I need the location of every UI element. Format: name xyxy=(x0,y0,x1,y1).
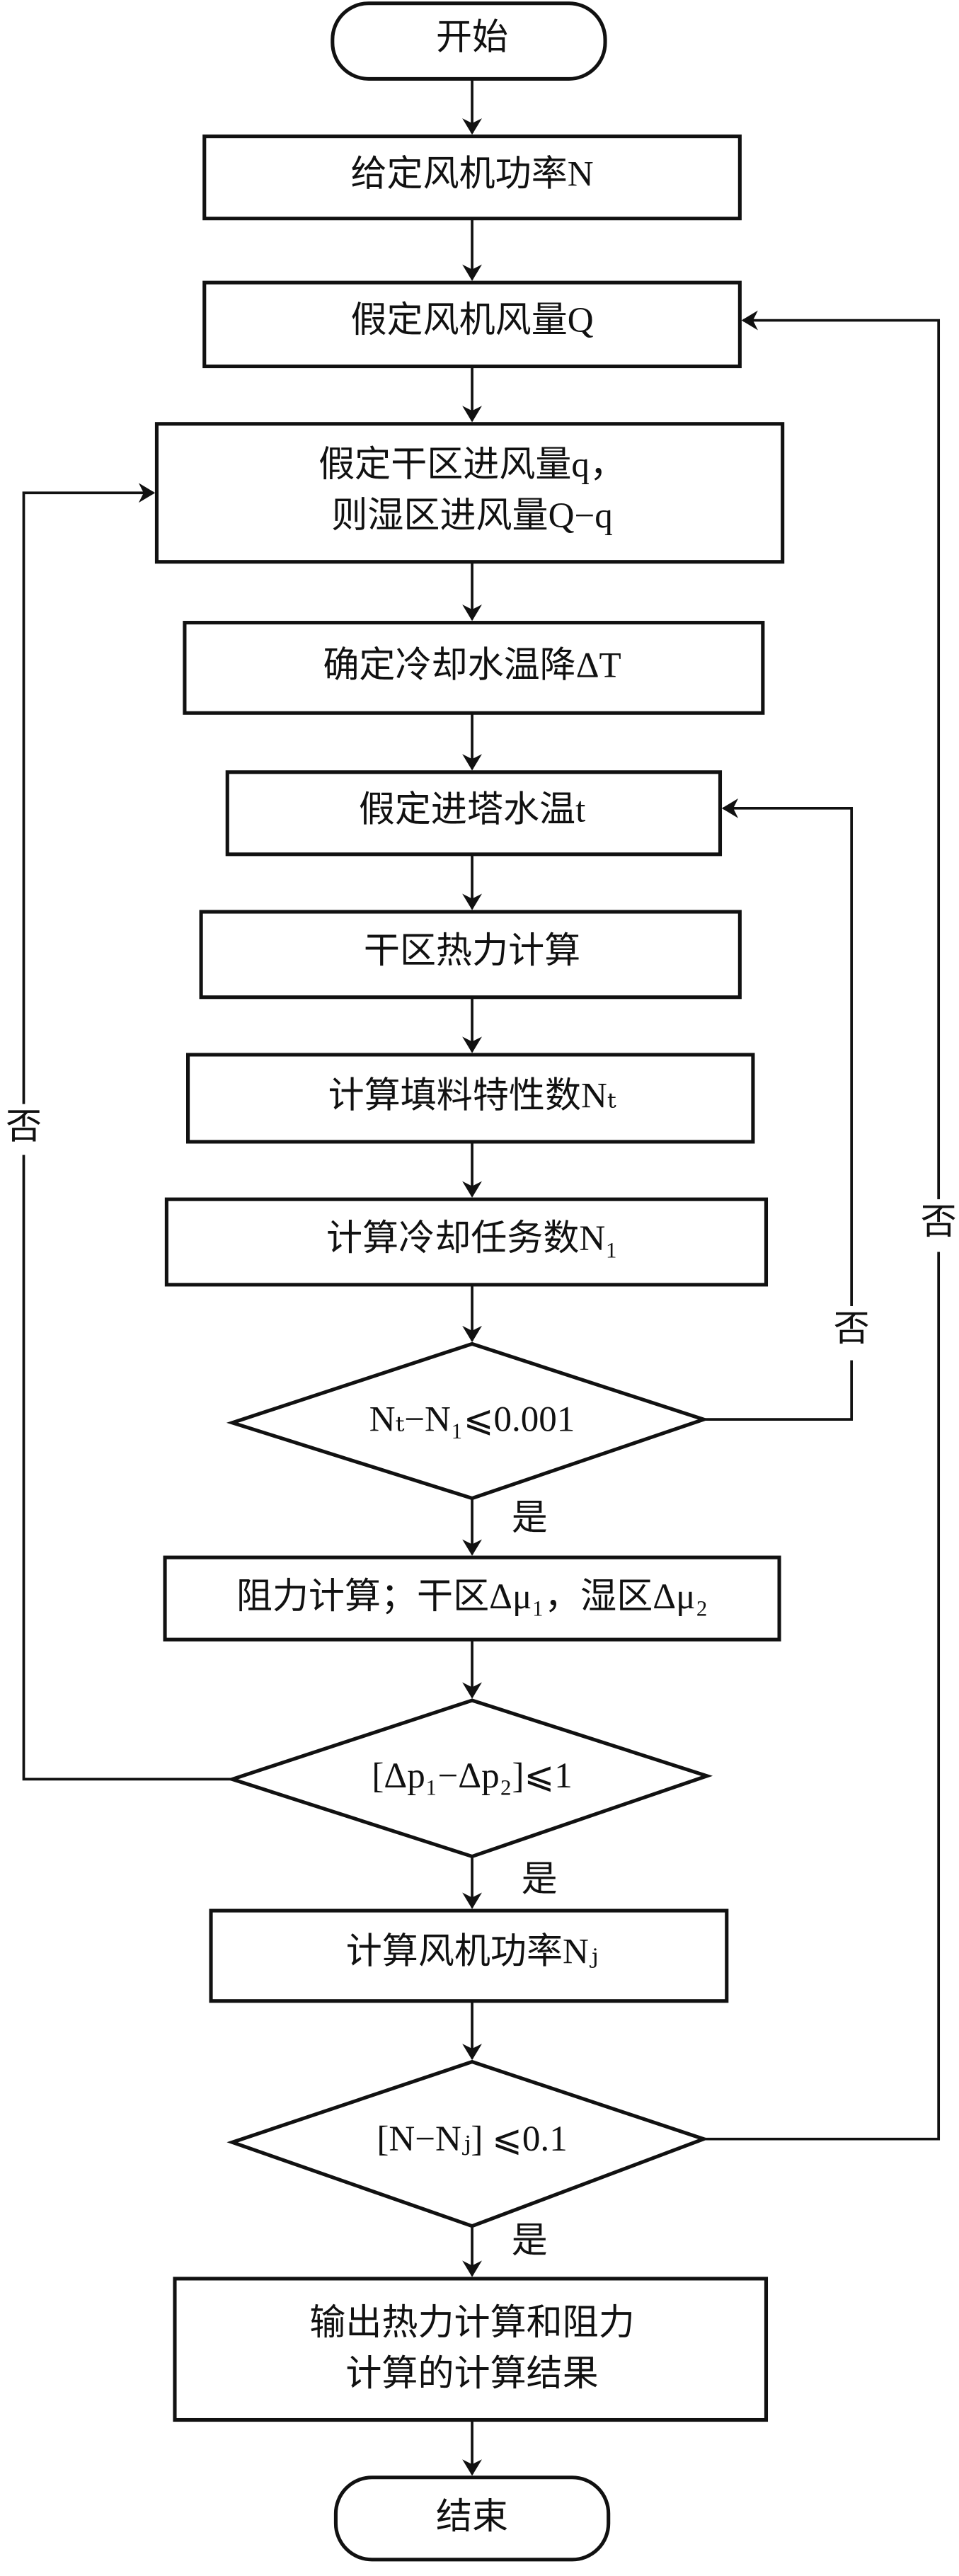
yes-label: 是 xyxy=(512,1499,548,1538)
step-packing-characteristic: 计算填料特性数Nₜ xyxy=(186,1053,755,1144)
step-label: 计算冷却任务数N₁ xyxy=(326,1219,618,1259)
loop-line xyxy=(704,1360,854,1421)
loop-line xyxy=(704,1252,941,2141)
step-label: 给定风机功率N xyxy=(350,154,593,194)
decision-nt-n1: Nₜ−N₁⩽0.001 xyxy=(226,1341,710,1501)
yes-label: 是 xyxy=(512,2221,548,2261)
loop-arrow xyxy=(721,798,854,1307)
step-set-fan-power: 给定风机功率N xyxy=(202,134,742,221)
loop-line xyxy=(22,1155,233,1781)
decision-label: [Δp₁−Δp₂]⩽1 xyxy=(372,1756,572,1796)
step-assume-inlet-water-temp: 假定进塔水温t xyxy=(225,770,723,857)
end-terminal: 结束 xyxy=(333,2475,611,2562)
step-label: 假定进塔水温t xyxy=(359,791,585,830)
step-cooling-task-number: 计算冷却任务数N₁ xyxy=(164,1197,769,1287)
decision-label: Nₜ−N₁⩽0.001 xyxy=(369,1400,575,1440)
step-label: 阻力计算；干区Δμ₁，湿区Δμ₂ xyxy=(236,1577,708,1617)
step-cooling-water-temp-drop: 确定冷却水温降ΔT xyxy=(183,621,765,715)
loop-arrow xyxy=(741,310,941,1200)
step-label: 计算的计算结果 xyxy=(345,2354,598,2394)
step-assume-dry-zone-airflow: 假定干区进风量q， 则湿区进风量Q−q xyxy=(154,422,785,564)
step-label: 则湿区进风量Q−q xyxy=(331,496,612,536)
yes-label: 是 xyxy=(522,1860,558,1899)
step-label: 计算风机功率Nⱼ xyxy=(346,1932,599,1971)
no-label: 否 xyxy=(921,1203,957,1242)
no-label: 否 xyxy=(6,1107,42,1147)
step-label: 假定风机风量Q xyxy=(350,301,593,340)
decision-label: [N−Nⱼ] ⩽0.1 xyxy=(377,2119,567,2159)
step-label: 干区热力计算 xyxy=(364,932,580,971)
step-label: 假定干区进风量q， xyxy=(318,445,626,485)
step-label: 确定冷却水温降ΔT xyxy=(323,646,621,685)
step-output-results: 输出热力计算和阻力 计算的计算结果 xyxy=(173,2277,769,2422)
loop-arrow xyxy=(22,483,156,1104)
start-label: 开始 xyxy=(436,18,508,58)
decision-n-nj: [N−Nⱼ] ⩽0.1 xyxy=(226,2059,709,2228)
no-label: 否 xyxy=(834,1310,870,1349)
step-resistance-calc: 阻力计算；干区Δμ₁，湿区Δμ₂ xyxy=(163,1555,781,1642)
end-label: 结束 xyxy=(436,2497,508,2537)
step-label: 输出热力计算和阻力 xyxy=(309,2303,634,2343)
step-assume-fan-airflow: 假定风机风量Q xyxy=(202,280,742,369)
decision-dp1-dp2: [Δp₁−Δp₂]⩽1 xyxy=(226,1698,713,1859)
step-dry-zone-thermal-calc: 干区热力计算 xyxy=(199,910,742,1000)
start-terminal: 开始 xyxy=(331,1,607,81)
step-label: 计算填料特性数Nₜ xyxy=(328,1076,616,1116)
step-calc-fan-power: 计算风机功率Nⱼ xyxy=(209,1908,729,2003)
